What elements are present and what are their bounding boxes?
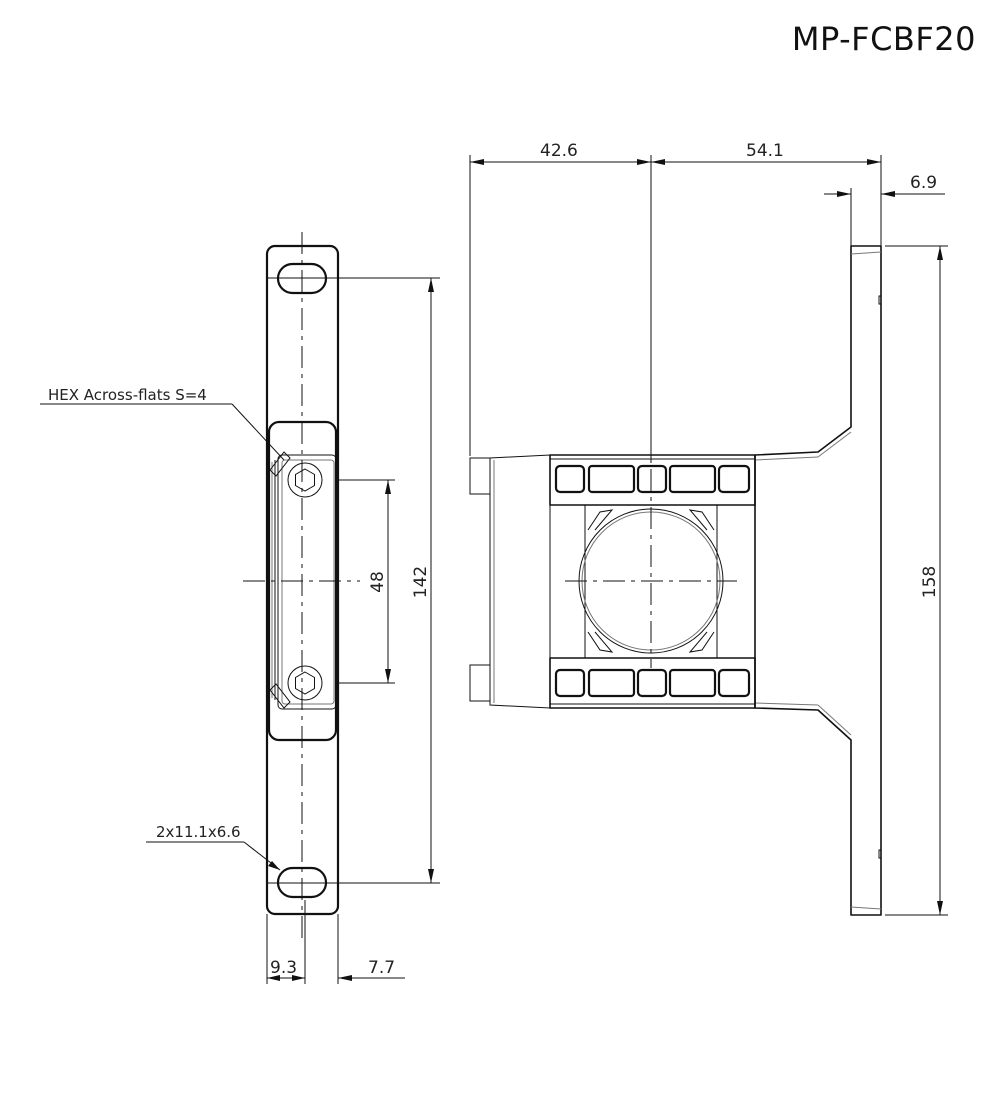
upper-clamp: [549, 454, 756, 506]
tab-top: [469, 457, 491, 495]
front-view: 142 48 HEX Across-flats S=4 2x11.1x6.6 9…: [40, 232, 440, 984]
slot-note: 2x11.1x6.6: [156, 823, 241, 841]
dim-9-3: 9.3: [270, 958, 297, 978]
hex-socket-icon: [295, 468, 315, 492]
dim-6-9: 6.9: [910, 173, 937, 193]
dim-42-6: 42.6: [540, 141, 578, 161]
flange-plate: [754, 245, 882, 916]
screw-bottom: [287, 665, 323, 701]
hex-socket-icon: [295, 671, 315, 695]
side-view: 42.6 54.1 6.9 158: [469, 141, 948, 916]
drawing-title: MP-FCBF20: [791, 20, 976, 58]
dim-142: 142: [411, 566, 431, 598]
dim-48: 48: [368, 571, 388, 593]
hex-note: HEX Across-flats S=4: [48, 386, 207, 404]
dim-7-7: 7.7: [368, 958, 395, 978]
tab-bottom: [469, 664, 491, 702]
dim-54-1: 54.1: [746, 141, 784, 161]
dim-158: 158: [920, 566, 940, 598]
lower-clamp: [549, 657, 756, 709]
screw-top: [287, 462, 323, 498]
